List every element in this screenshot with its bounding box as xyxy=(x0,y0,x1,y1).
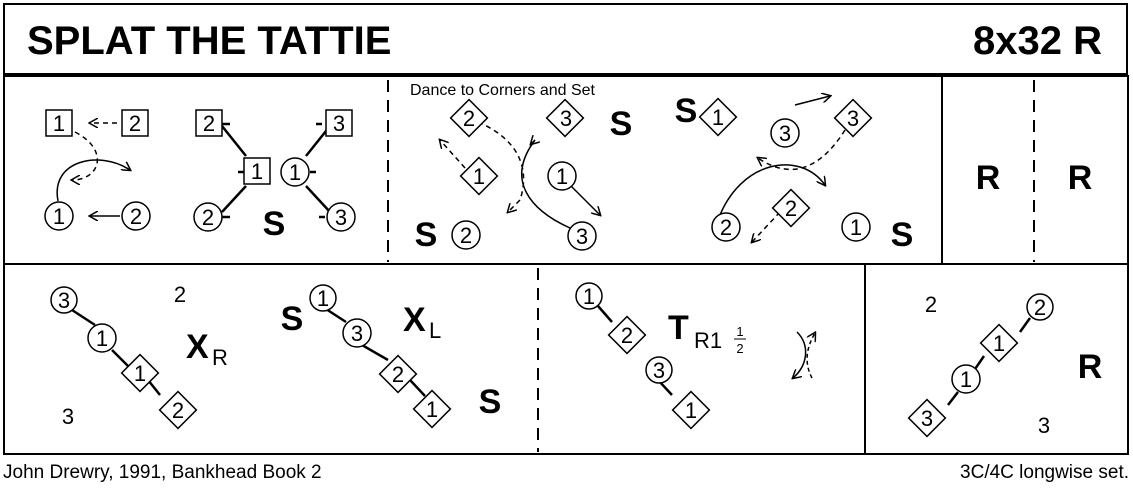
square-1: 1 xyxy=(53,111,65,136)
svg-text:2: 2 xyxy=(392,362,404,387)
svg-text:3: 3 xyxy=(847,106,859,131)
svg-text:1: 1 xyxy=(960,367,972,392)
svg-text:S: S xyxy=(281,300,304,338)
svg-text:2: 2 xyxy=(785,196,797,221)
svg-text:1: 1 xyxy=(426,397,438,422)
svg-text:R1: R1 xyxy=(694,328,722,353)
reel-label: R xyxy=(1078,348,1103,386)
svg-text:2: 2 xyxy=(736,341,743,356)
svg-text:2: 2 xyxy=(925,292,937,317)
cross-right: X xyxy=(186,328,209,366)
set-label: S xyxy=(263,205,286,243)
svg-text:3: 3 xyxy=(576,224,588,249)
circle-2: 2 xyxy=(130,204,142,229)
svg-text:1: 1 xyxy=(685,398,697,423)
svg-text:R: R xyxy=(212,345,228,370)
svg-text:1: 1 xyxy=(583,284,595,309)
svg-text:3: 3 xyxy=(335,205,347,230)
svg-text:1: 1 xyxy=(556,164,568,189)
panel-r1-p1 xyxy=(44,109,151,231)
svg-text:3: 3 xyxy=(333,111,345,136)
svg-text:3: 3 xyxy=(560,106,572,131)
svg-text:S: S xyxy=(479,383,502,421)
reel-label: R xyxy=(976,159,1001,197)
svg-text:2: 2 xyxy=(720,215,732,240)
svg-text:1: 1 xyxy=(993,331,1005,356)
credit-text: John Drewry, 1991, Bankhead Book 2 xyxy=(3,462,322,483)
svg-text:3: 3 xyxy=(653,358,665,383)
svg-text:S: S xyxy=(675,92,698,130)
svg-text:2: 2 xyxy=(203,111,215,136)
svg-text:1: 1 xyxy=(289,160,301,185)
svg-text:1: 1 xyxy=(251,159,263,184)
svg-text:1: 1 xyxy=(317,286,329,311)
circle-1: 1 xyxy=(53,204,65,229)
svg-text:S: S xyxy=(610,105,633,143)
svg-text:1: 1 xyxy=(850,215,862,240)
set-type-text: 3C/4C longwise set. xyxy=(960,462,1129,483)
svg-text:3: 3 xyxy=(58,288,70,313)
svg-text:2: 2 xyxy=(172,398,184,423)
reel-label: R xyxy=(1068,159,1093,197)
svg-text:2: 2 xyxy=(621,323,633,348)
svg-text:S: S xyxy=(415,216,438,254)
svg-text:1: 1 xyxy=(712,105,724,130)
svg-text:2: 2 xyxy=(463,106,475,131)
dance-bars: 8x32 R xyxy=(973,19,1102,63)
svg-text:2: 2 xyxy=(460,223,472,248)
svg-text:2: 2 xyxy=(202,205,214,230)
svg-text:1: 1 xyxy=(96,326,108,351)
svg-text:S: S xyxy=(891,216,914,254)
svg-text:3: 3 xyxy=(62,404,74,429)
dance-title: SPLAT THE TATTIE xyxy=(27,19,392,63)
svg-text:3: 3 xyxy=(351,321,363,346)
panel-r1-p2 xyxy=(221,122,331,219)
svg-text:3: 3 xyxy=(779,121,791,146)
cross-left: X xyxy=(403,301,426,339)
svg-text:L: L xyxy=(429,318,441,343)
title-box: SPLAT THE TATTIE 8x32 R xyxy=(3,3,1128,75)
svg-text:1: 1 xyxy=(736,324,743,339)
turn-label: T xyxy=(668,309,689,347)
row2-frame xyxy=(3,263,1129,455)
figure-caption: Dance to Corners and Set xyxy=(410,82,596,99)
svg-text:1: 1 xyxy=(134,361,146,386)
svg-text:2: 2 xyxy=(174,282,186,307)
svg-text:2: 2 xyxy=(1034,295,1046,320)
square-2: 2 xyxy=(129,111,141,136)
svg-text:3: 3 xyxy=(1038,413,1050,438)
svg-text:1: 1 xyxy=(473,164,485,189)
svg-text:3: 3 xyxy=(921,406,933,431)
